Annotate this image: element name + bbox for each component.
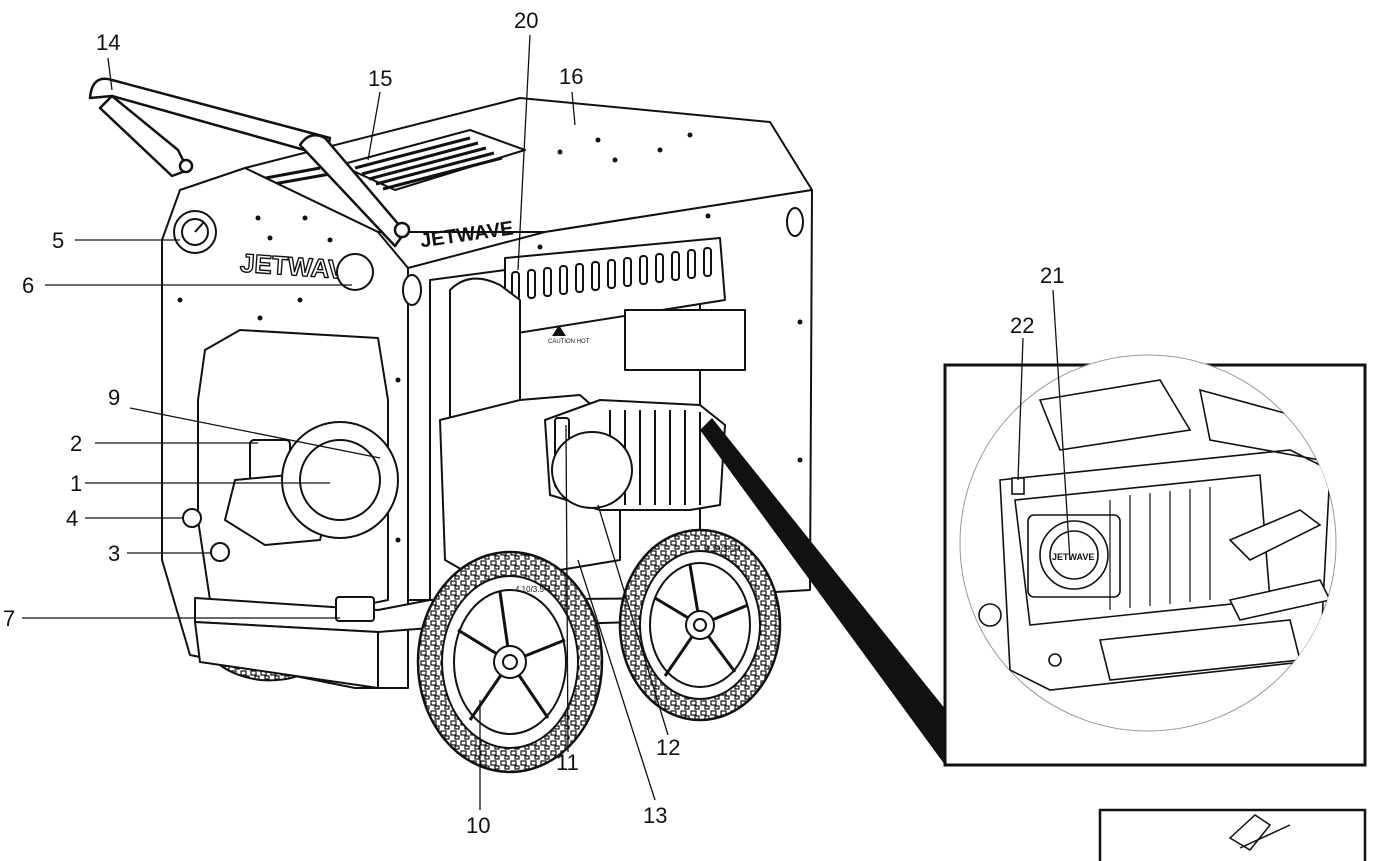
top-vent-slots: [254, 136, 503, 191]
callout-9: 9: [108, 385, 120, 410]
tyre-spec-left: 4.10/3.5-4: [515, 585, 552, 594]
callout-7: 7: [3, 606, 15, 631]
pump-brand-logo: JETWAVE: [1052, 552, 1094, 562]
outlet-fitting: [182, 508, 202, 528]
callout-21: 21: [1040, 263, 1064, 288]
detail-inset: JETWAVE: [943, 354, 1367, 767]
callout-22: 22: [1010, 313, 1034, 338]
callout-16: 16: [559, 64, 583, 89]
callout-11: 11: [556, 750, 579, 775]
front-vent-slots: [511, 247, 712, 301]
front-right-wheel: [618, 528, 782, 722]
second-detail-inset: [1098, 808, 1367, 861]
callout-6: 6: [22, 273, 34, 298]
base-lip: [194, 621, 379, 689]
inlet-fitting: [210, 542, 230, 562]
callout-4: 4: [66, 506, 78, 531]
pump-crankcase: [551, 431, 633, 509]
tyre-spec-right: 4.10/3.5-4: [705, 545, 742, 554]
pump-pulley: [281, 421, 399, 539]
callout-numbers: 1 2 3 4 5 6 7 9 10 11 12 13 14 15 16 20 …: [3, 8, 1064, 838]
callout-13: 13: [643, 803, 667, 828]
latch-handle: [335, 596, 375, 622]
callout-14: 14: [96, 30, 120, 55]
callout-2: 2: [70, 431, 82, 456]
handle-bar: [88, 77, 411, 248]
callout-12: 12: [656, 735, 680, 760]
callout-20: 20: [514, 8, 538, 33]
callout-15: 15: [368, 66, 392, 91]
callout-1: 1: [70, 471, 82, 496]
machine-drawing: JETWAVE JETWAVE: [88, 77, 813, 774]
caution-label: CAUTION HOT: [548, 339, 590, 345]
callout-5: 5: [52, 228, 64, 253]
callout-3: 3: [108, 541, 120, 566]
front-left-wheel: [416, 550, 604, 774]
detergent-fitting: [336, 253, 374, 291]
leader-lines: [22, 34, 1071, 810]
callout-10: 10: [466, 813, 490, 838]
panel-holes: [177, 132, 803, 543]
zoom-connector: [700, 418, 962, 765]
fuel-tank: [449, 277, 521, 421]
engine-side-box: [624, 309, 746, 371]
